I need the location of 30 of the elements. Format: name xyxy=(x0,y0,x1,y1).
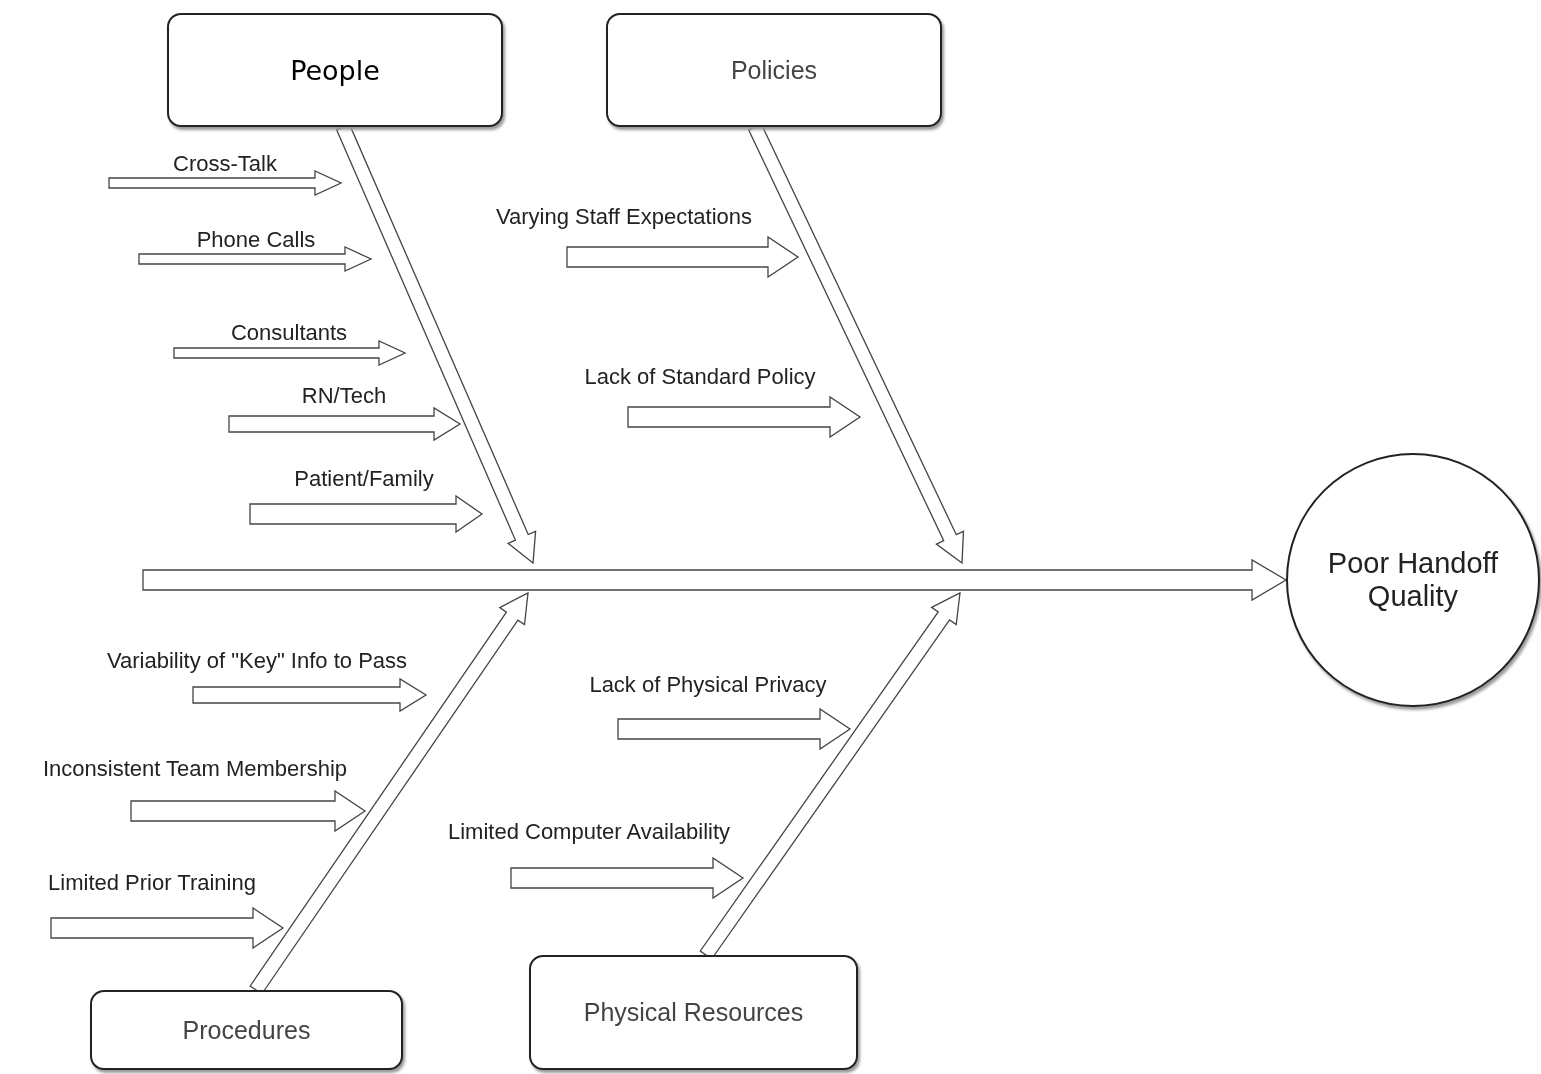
cause-label: Lack of Standard Policy xyxy=(556,364,844,407)
block-arrow xyxy=(108,170,343,196)
category-box: Physical Resources xyxy=(529,955,858,1070)
block-arrow xyxy=(173,340,407,366)
block-arrow xyxy=(617,707,852,751)
cause-label: Consultants xyxy=(212,320,366,348)
block-arrow xyxy=(142,558,1288,602)
block-arrow xyxy=(627,395,862,439)
cause-label: RN/Tech xyxy=(284,383,404,416)
block-arrow xyxy=(130,789,367,833)
block-arrow xyxy=(228,406,462,442)
cause-label: Limited Prior Training xyxy=(22,870,282,918)
cause-label: Phone Calls xyxy=(176,227,336,254)
cause-label: Limited Computer Availability xyxy=(414,819,764,868)
cause-label: Lack of Physical Privacy xyxy=(560,672,856,719)
block-arrow xyxy=(138,246,373,272)
cause-label: Patient/Family xyxy=(272,466,456,504)
category-box: Procedures xyxy=(90,990,403,1070)
cause-label: Cross-Talk xyxy=(152,151,298,178)
block-arrow xyxy=(249,494,484,534)
cause-label: Varying Staff Expectations xyxy=(466,204,782,247)
category-box: People xyxy=(167,13,503,127)
effect-circle: Poor Handoff Quality xyxy=(1286,453,1540,707)
cause-label: Inconsistent Team Membership xyxy=(8,756,382,801)
block-arrow xyxy=(566,235,800,279)
category-box: Policies xyxy=(606,13,942,127)
block-arrow xyxy=(192,677,428,713)
block-arrow xyxy=(50,906,285,950)
block-arrow xyxy=(510,856,745,900)
cause-label: Variability of "Key" Info to Pass xyxy=(72,648,442,687)
